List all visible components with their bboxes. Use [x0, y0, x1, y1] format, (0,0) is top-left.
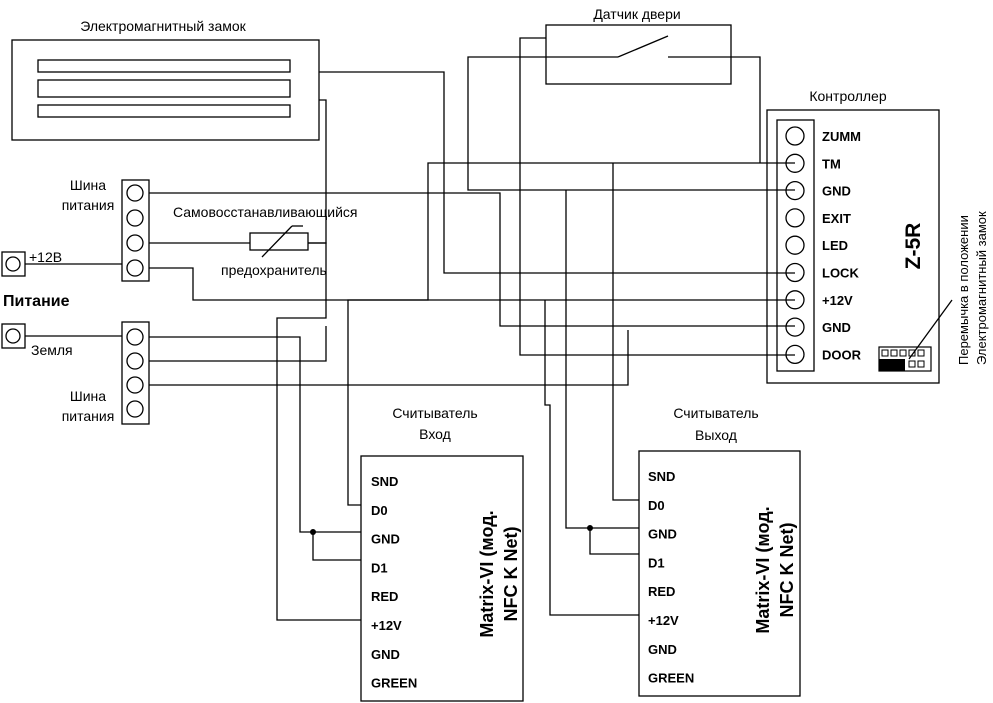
- controller-pin-terminal: [785, 235, 805, 255]
- reader-in-title-line1: Считыватель: [392, 405, 477, 421]
- reader-pin-label: SND: [648, 469, 675, 484]
- power-plus-label: +12В: [29, 249, 62, 265]
- reader-in-model-line1: Matrix-VI (мод.: [477, 510, 497, 637]
- reader-pin-label: +12V: [648, 613, 679, 628]
- door-sensor-title: Датчик двери: [593, 6, 680, 22]
- power-bus-top: Шина питания: [62, 177, 150, 282]
- jumper-note-line1: Перемычка в положении: [956, 215, 971, 365]
- reader-in-title-line2: Вход: [419, 426, 451, 442]
- controller-pin-label: LOCK: [822, 266, 859, 281]
- controller-pin-label: ZUMM: [822, 129, 861, 144]
- jumper-block: [878, 299, 953, 372]
- power-title: Питание: [3, 293, 70, 310]
- controller-pin-label: EXIT: [822, 211, 851, 226]
- reader-pin-label: D1: [371, 560, 388, 575]
- wires: [25, 37, 795, 621]
- reader-out-title-line1: Считыватель: [673, 405, 758, 421]
- bus-top-label-line1: Шина: [70, 177, 106, 193]
- power-supply: +12В Питание Земля: [1, 249, 73, 358]
- reader-pin-label: GREEN: [371, 676, 417, 691]
- controller: Контроллер ZUMM TM GND EXIT LED LOCK +12V GND DO…: [766, 88, 989, 384]
- reader-pin-label: GND: [648, 642, 677, 657]
- door-sensor: Датчик двери: [545, 6, 732, 85]
- controller-pin-label: GND: [822, 184, 851, 199]
- controller-pin-label: GND: [822, 320, 851, 335]
- reader-pin-label: GND: [648, 527, 677, 542]
- reader-pin-label: GREEN: [648, 671, 694, 686]
- reader-pin-label: D0: [648, 498, 665, 513]
- reader-pin-label: D0: [371, 503, 388, 518]
- controller-pin-terminal: [785, 126, 805, 146]
- reader-out-model-line2: NFC K Net): [777, 523, 797, 618]
- door-sensor-body: [545, 24, 732, 85]
- controller-pin-label: TM: [822, 156, 841, 171]
- reader-pin-label: +12V: [371, 618, 402, 633]
- reader-pin-label: RED: [648, 584, 675, 599]
- bus-bottom-label-line2: питания: [62, 408, 115, 424]
- fuse-label-line2: предохранитель: [221, 262, 327, 278]
- jumper-note-line2: Электромагнитный замок: [974, 211, 989, 365]
- controller-pin-label: +12V: [822, 293, 853, 308]
- reader-out-title-line2: Выход: [695, 427, 737, 443]
- resettable-fuse: Самовосстанавливающийся предохранитель: [173, 204, 358, 278]
- lock-title: Электромагнитный замок: [80, 18, 246, 34]
- reader-pin-label: D1: [648, 555, 665, 570]
- controller-pin-terminal: [785, 208, 805, 228]
- lock-slot-3: [37, 104, 291, 118]
- lock-slot-2: [37, 79, 291, 98]
- reader-in-model-line2: NFC K Net): [501, 527, 521, 622]
- controller-title: Контроллер: [809, 88, 886, 104]
- reader-pin-label: GND: [371, 532, 400, 547]
- lock-slot-1: [37, 59, 291, 73]
- bus-top-label-line2: питания: [62, 197, 115, 213]
- bus-bottom-label-line1: Шина: [70, 388, 106, 404]
- reader-out-model-line1: Matrix-VI (мод.: [753, 506, 773, 633]
- fuse-label-line1: Самовосстанавливающийся: [173, 204, 358, 220]
- controller-pin-terminal: [785, 317, 805, 337]
- reader-pin-label: SND: [371, 474, 398, 489]
- controller-pin-label: DOOR: [822, 347, 862, 362]
- reader-pin-label: RED: [371, 589, 398, 604]
- reader-pin-label: GND: [371, 647, 400, 662]
- controller-model: Z-5R: [902, 223, 925, 270]
- electromagnetic-lock: Электромагнитный замок: [11, 18, 320, 141]
- power-ground-label: Земля: [31, 342, 73, 358]
- power-bus-bottom: Шина питания: [62, 321, 150, 425]
- controller-pin-label: LED: [822, 238, 848, 253]
